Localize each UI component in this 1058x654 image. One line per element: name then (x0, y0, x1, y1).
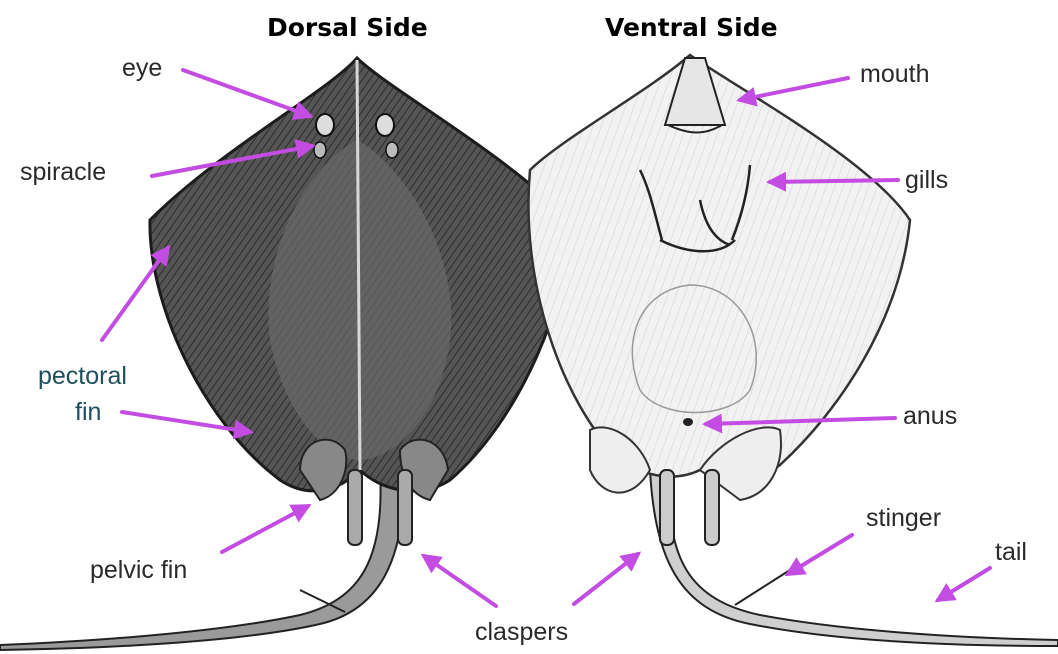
label-gills: gills (905, 166, 948, 194)
dorsal-eye-left (316, 114, 334, 136)
label-pelvic-fin: pelvic fin (90, 556, 187, 584)
ventral-stingray-illustration (528, 55, 1058, 646)
arrow-stinger (788, 535, 852, 574)
label-claspers: claspers (475, 618, 568, 646)
arrow-gills (770, 180, 898, 182)
arrow-eye (183, 70, 310, 116)
arrow-pelvic-fin (222, 506, 308, 552)
ventral-clasper-left (660, 470, 674, 545)
ventral-anus (683, 418, 693, 426)
ventral-stinger (735, 570, 790, 605)
label-tail: tail (995, 538, 1027, 566)
arrow-mouth (740, 78, 848, 100)
label-pectoral-line1: pectoral (38, 362, 127, 390)
arrow-pectoral-upper (102, 248, 168, 340)
ventral-heading: Ventral Side (605, 13, 778, 42)
arrow-claspers-right (574, 554, 638, 604)
dorsal-tail (0, 470, 405, 650)
label-pectoral-line2: fin (75, 398, 101, 426)
label-mouth: mouth (860, 60, 929, 88)
label-stinger: stinger (866, 504, 941, 532)
dorsal-eye-right (376, 114, 394, 136)
label-eye: eye (122, 54, 162, 82)
dorsal-heading: Dorsal Side (267, 13, 428, 42)
arrow-tail (938, 568, 990, 600)
dorsal-clasper-right (398, 470, 412, 545)
dorsal-clasper-left (348, 470, 362, 545)
label-anus: anus (903, 402, 957, 430)
label-spiracle: spiracle (20, 158, 106, 186)
arrow-claspers-left (424, 556, 496, 606)
ventral-clasper-right (705, 470, 719, 545)
dorsal-stingray-illustration (0, 58, 570, 650)
